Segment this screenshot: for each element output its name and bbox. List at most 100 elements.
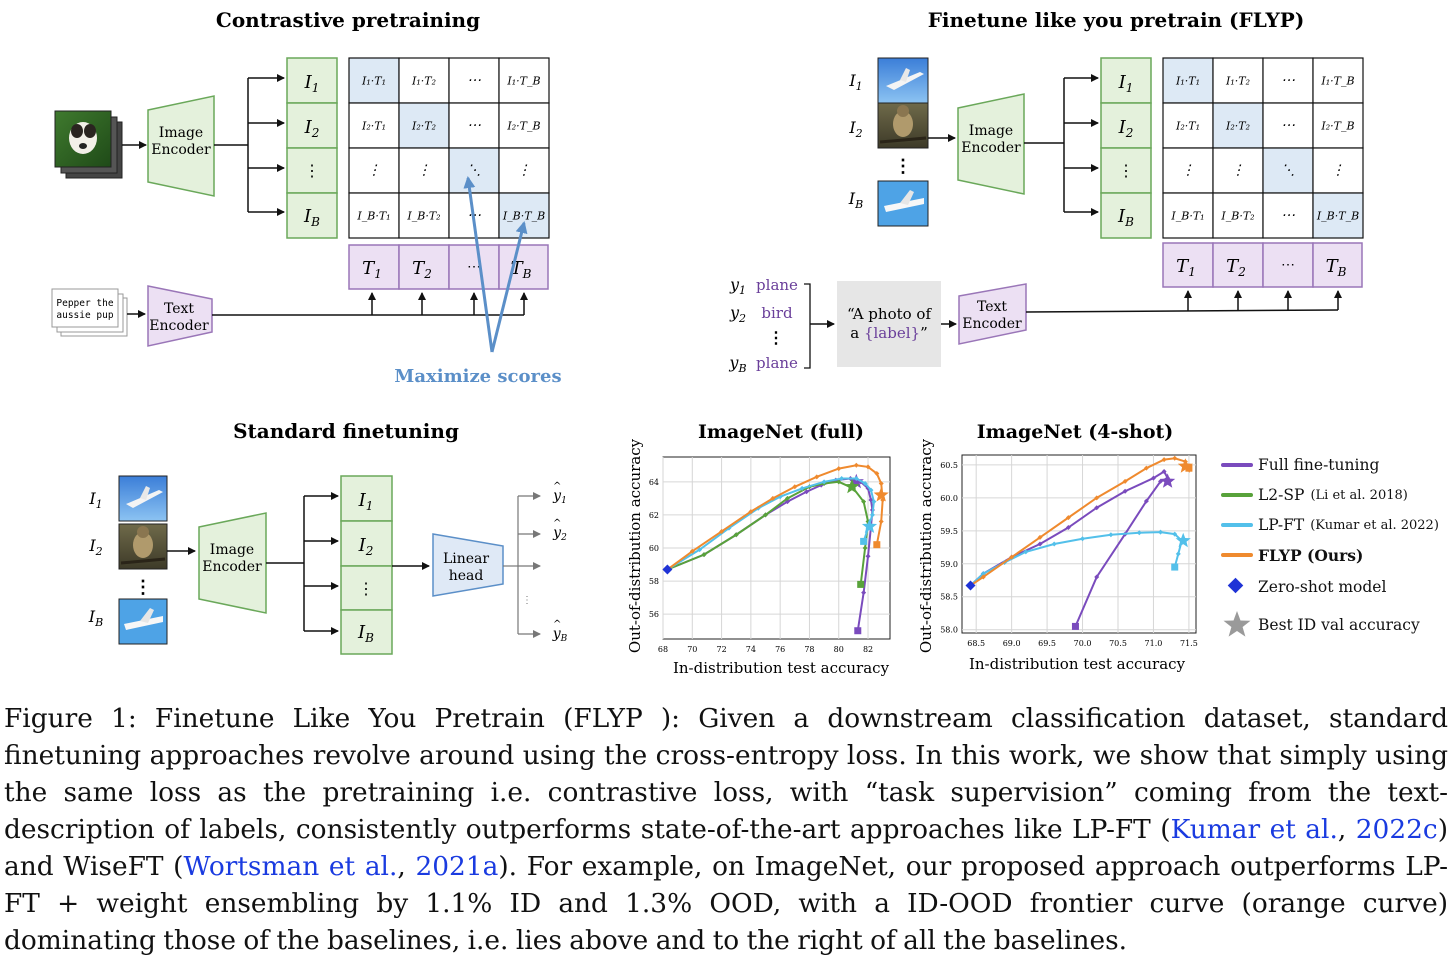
matrix-cell xyxy=(1262,147,1314,194)
plane-image-1 xyxy=(877,57,929,104)
series-point xyxy=(821,479,827,485)
matrix-cell-label: ⋯ xyxy=(467,73,481,89)
text-card-stack: Pepper the aussie pup xyxy=(51,288,128,337)
image-embedding-column-standard: I1 I2 ⋮ IB xyxy=(340,475,393,655)
citation-wortsman-year[interactable]: 2021a xyxy=(415,851,499,882)
chart-full-ylabel: Out-of-distribution accuracy xyxy=(626,438,644,653)
series-point xyxy=(1136,530,1142,536)
matrix-cell xyxy=(348,192,400,239)
series-point xyxy=(1080,536,1086,542)
standard-title: Standard finetuning xyxy=(233,419,459,443)
contrastive-panel: Contrastive pretraining Image Encoder xyxy=(51,8,562,387)
y-tick-label: 56 xyxy=(649,610,659,619)
svg-text:Encoder: Encoder xyxy=(202,559,262,575)
caption-text-1: Figure 1: Finetune Like You Pretrain (FL… xyxy=(4,703,1448,845)
x-tick-label: 70 xyxy=(687,645,697,654)
caption-text-2: ) and WiseFT ( xyxy=(4,814,1448,882)
matrix-cell xyxy=(498,147,550,194)
svg-text:I1: I1 xyxy=(88,489,102,511)
matrix-cell xyxy=(1212,57,1264,104)
svg-text:Encoder: Encoder xyxy=(151,142,211,158)
series-point xyxy=(1094,495,1100,501)
matrix-cell-label: I₁·T₁ xyxy=(1175,75,1200,88)
series-point xyxy=(733,532,739,538)
x-tick-label: 68 xyxy=(658,645,668,654)
legend-item: LP-FT(Kumar et al. 2022) xyxy=(1218,510,1439,540)
chart-full-title: ImageNet (full) xyxy=(698,421,864,443)
matrix-cell-label: ⋮ xyxy=(367,163,381,179)
svg-text:Text: Text xyxy=(164,301,194,317)
legend-label: FLYP (Ours) xyxy=(1258,545,1364,565)
matrix-cell-label: I_B·T_B xyxy=(1316,210,1359,223)
legend-swatch xyxy=(1218,545,1258,565)
contrastive-title: Contrastive pretraining xyxy=(216,8,480,32)
series-point xyxy=(1051,541,1057,547)
matrix-cell xyxy=(1262,57,1314,104)
svg-text:Encoder: Encoder xyxy=(149,318,209,334)
svg-text:head: head xyxy=(449,568,484,584)
matrix-cell-label: I_B·T₂ xyxy=(406,210,440,223)
x-tick-label: 74 xyxy=(746,645,756,654)
dog-image-stack xyxy=(54,110,123,179)
star-icon xyxy=(1218,611,1258,637)
matrix-cell xyxy=(1162,57,1214,104)
svg-text:y1: y1 xyxy=(729,275,746,297)
citation-kumar-year[interactable]: 2022c xyxy=(1355,814,1438,845)
svg-text:^: ^ xyxy=(553,481,561,492)
series-point xyxy=(1172,531,1178,537)
matrix-cell-label: I₁·T₁ xyxy=(361,75,386,88)
series-point xyxy=(701,552,707,558)
matrix-cell xyxy=(1162,192,1214,239)
svg-text:⋮: ⋮ xyxy=(894,156,912,177)
matrix-cell xyxy=(498,102,550,149)
text-encoder-flyp: Text Encoder xyxy=(958,283,1027,345)
x-tick-label: 71.5 xyxy=(1180,639,1198,648)
svg-text:plane: plane xyxy=(756,354,798,372)
citation-kumar[interactable]: Kumar et al. xyxy=(1170,814,1338,845)
flyp-title: Finetune like you pretrain (FLYP) xyxy=(928,8,1305,32)
series-point xyxy=(865,464,871,470)
svg-text:⋮: ⋮ xyxy=(304,161,320,180)
y-tick-label: 60.0 xyxy=(940,494,958,503)
svg-text:⋮: ⋮ xyxy=(134,577,152,598)
best-val-star xyxy=(873,487,889,502)
x-tick-label: 68.5 xyxy=(967,639,985,648)
series-point xyxy=(1065,515,1071,521)
legend-swatch xyxy=(1218,485,1258,505)
svg-text:IB: IB xyxy=(88,607,103,629)
svg-text:I1: I1 xyxy=(848,71,862,93)
legend-item: Zero-shot model xyxy=(1218,572,1386,602)
series-point xyxy=(853,476,859,482)
legend-item: L2-SP(Li et al. 2018) xyxy=(1218,480,1408,510)
x-tick-label: 70.0 xyxy=(1074,639,1092,648)
series-point xyxy=(1143,465,1149,471)
series-endpoint xyxy=(1171,563,1179,571)
y-tick-label: 59.0 xyxy=(940,560,958,569)
citation-wortsman[interactable]: Wortsman et al. xyxy=(183,851,398,882)
svg-text:Image: Image xyxy=(969,123,1013,139)
svg-text:aussie pup: aussie pup xyxy=(56,310,113,321)
matrix-cell xyxy=(1312,192,1364,239)
x-tick-label: 72 xyxy=(716,645,726,654)
matrix-cell-label: ⋮ xyxy=(417,163,431,179)
legend-label: Zero-shot model xyxy=(1258,578,1387,596)
series-point xyxy=(861,590,867,596)
series-point xyxy=(1150,475,1156,481)
series-point xyxy=(874,471,880,477)
plane-image-2 xyxy=(877,180,929,227)
legend-label: LP-FT xyxy=(1258,516,1305,534)
matrix-cell-label: ⋱ xyxy=(467,163,481,179)
y-tick-label: 62 xyxy=(649,511,659,520)
best-val-star xyxy=(1175,532,1191,548)
svg-text:^: ^ xyxy=(553,518,561,529)
svg-text:a {label}”: a {label}” xyxy=(850,324,928,342)
matrix-cell xyxy=(348,147,400,194)
x-tick-label: 82 xyxy=(863,645,873,654)
svg-text:plane: plane xyxy=(756,276,798,294)
series-point xyxy=(1158,529,1164,535)
matrix-cell-label: ⋮ xyxy=(1231,163,1245,179)
series-point xyxy=(1161,457,1167,463)
